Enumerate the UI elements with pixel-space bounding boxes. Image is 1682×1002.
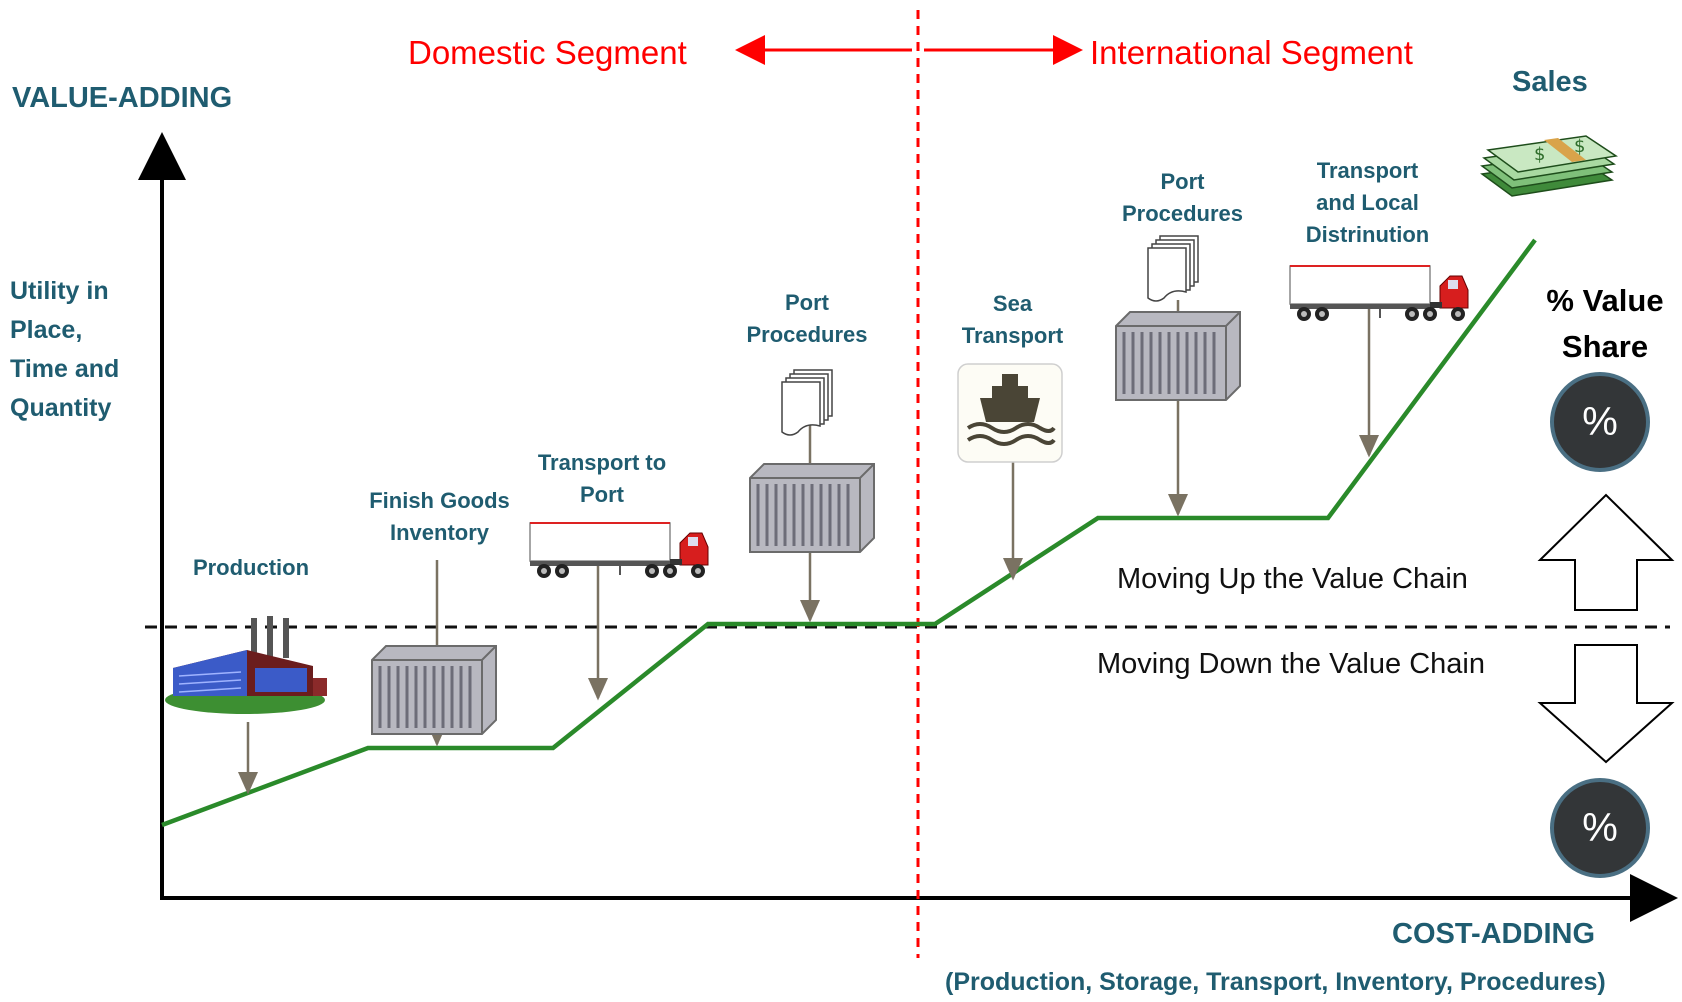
port-documents-2-icon [1147,235,1199,302]
step-transport-label: Transport to Port [537,450,667,507]
port-container-2-icon [1114,310,1242,402]
step-sales-label: Sales [1512,66,1588,98]
step-inventory-label: Finish Goods Inventory [369,488,510,545]
international-segment-label: International Segment [1090,34,1413,71]
step-port-procedures-label: Port Procedures [746,290,868,347]
x-axis-subtitle: (Production, Storage, Transport, Invento… [945,968,1606,996]
money-stack-icon: $ $ [1480,135,1619,197]
y-axis-title: VALUE-ADDING [12,82,233,114]
moving-down-label: Moving Down the Value Chain [1097,648,1485,680]
y-axis-subtitle: Utility in Place, Time and Quantity [10,277,120,422]
step-sea-transport-label: Sea Transport [961,291,1064,348]
moving-up-label: Moving Up the Value Chain [1117,563,1468,595]
factory-icon [165,616,327,714]
svg-text:$: $ [1574,136,1585,157]
step-port-procedures-2-label: Port Procedures [1121,169,1244,226]
value-share-up-badge: % [1550,372,1650,472]
value-share-down-badge: % [1550,778,1650,878]
port-documents-icon [781,369,833,436]
domestic-segment-label: Domestic Segment [408,34,687,71]
x-axis-title: COST-ADDING [1392,918,1595,950]
up-block-arrow [1537,493,1675,611]
port-container-icon [748,462,876,554]
inventory-container-icon [370,644,498,736]
transport-to-port-truck-icon [529,522,709,579]
ship-icon [957,363,1063,463]
value-line [161,238,1537,828]
distribution-truck-icon [1289,265,1469,322]
step-production-label: Production [192,555,310,580]
value-share-title: % Value Share [1546,283,1664,364]
svg-text:$: $ [1534,144,1545,165]
step-distribution-label: Transport and Local Distrinution [1305,158,1430,247]
down-block-arrow [1537,644,1675,764]
